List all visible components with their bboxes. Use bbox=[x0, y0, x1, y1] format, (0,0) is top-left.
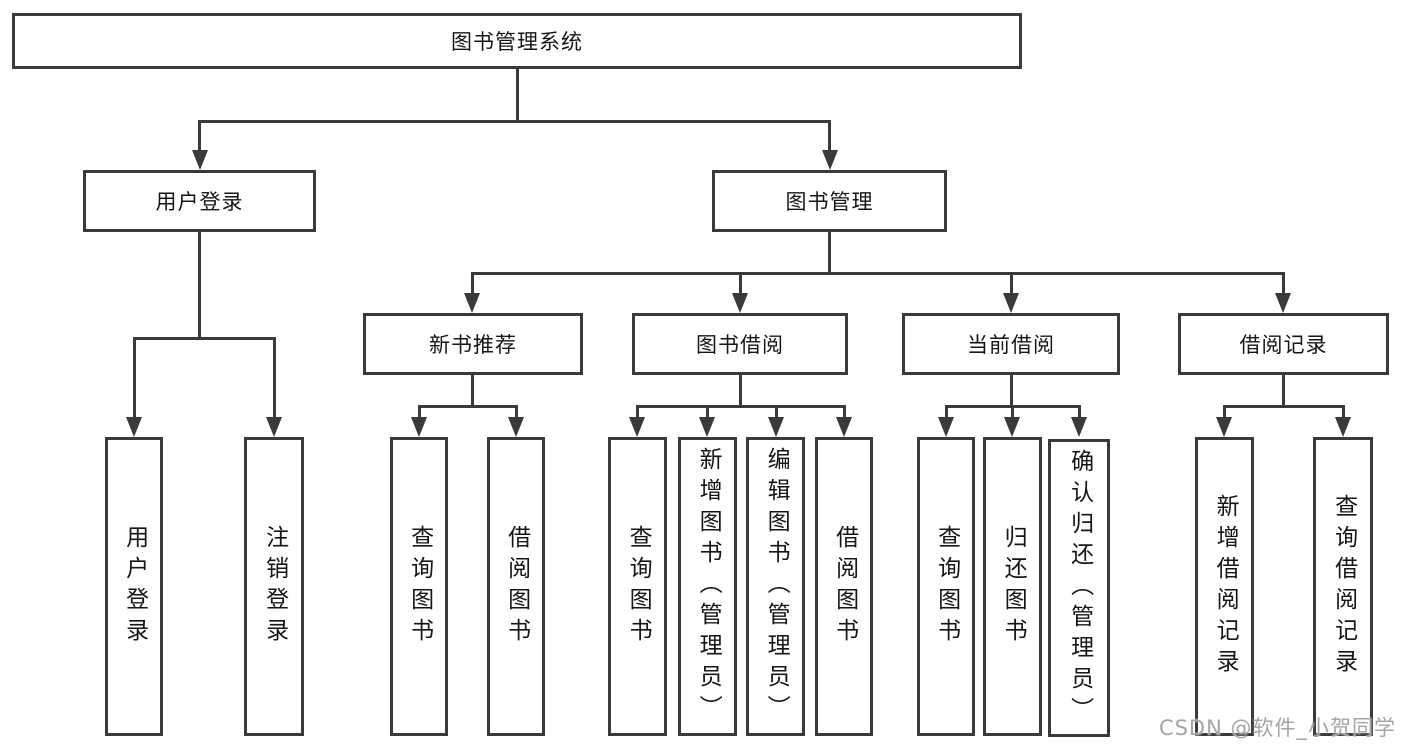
connector-stem-line bbox=[842, 405, 846, 420]
connector-trunk-line bbox=[515, 69, 519, 123]
connector-stem-line bbox=[417, 405, 421, 420]
arrow-down-icon bbox=[1335, 417, 1351, 437]
arrow-down-icon bbox=[411, 417, 427, 437]
connector-rail-line bbox=[198, 120, 831, 123]
connector-stem-line bbox=[1281, 272, 1285, 296]
leaf-query-borrow-record: 查询借阅记录 bbox=[1313, 437, 1373, 736]
connector-rail-line bbox=[132, 337, 276, 340]
connector-rail-line bbox=[635, 405, 846, 408]
connector-stem-line bbox=[1010, 405, 1014, 420]
node-book-borrowing: 图书借阅 bbox=[632, 313, 848, 375]
connector-trunk-line bbox=[1281, 375, 1285, 408]
arrow-down-icon bbox=[1071, 417, 1087, 437]
arrow-down-icon bbox=[836, 417, 852, 437]
leaf-query-books-recommend-label: 查询图书 bbox=[406, 524, 433, 649]
leaf-logout-label: 注销登录 bbox=[261, 524, 288, 649]
connector-stem-line bbox=[514, 405, 518, 420]
leaf-borrow-books-recommend: 借阅图书 bbox=[487, 437, 545, 736]
leaf-add-books-admin-label: 新增图书（管理员） bbox=[695, 447, 722, 726]
connector-rail-line bbox=[1222, 405, 1345, 408]
node-library-system: 图书管理系统 bbox=[12, 13, 1022, 69]
arrow-down-icon bbox=[1004, 417, 1020, 437]
connector-stem-line bbox=[1341, 405, 1345, 420]
leaf-edit-books-admin: 编辑图书（管理员） bbox=[746, 437, 805, 736]
leaf-return-books-label: 归还图书 bbox=[1000, 524, 1027, 649]
connector-stem-line bbox=[272, 337, 276, 420]
connector-stem-line bbox=[470, 272, 474, 296]
connector-stem-line bbox=[1222, 405, 1226, 420]
arrow-down-icon bbox=[1275, 293, 1291, 313]
arrow-down-icon bbox=[699, 417, 715, 437]
connector-stem-line bbox=[1077, 405, 1081, 420]
connector-stem-line bbox=[198, 120, 201, 153]
leaf-edit-books-admin-label: 编辑图书（管理员） bbox=[763, 447, 790, 726]
connector-stem-line bbox=[132, 337, 136, 420]
arrow-down-icon bbox=[464, 293, 480, 313]
connector-trunk-line bbox=[828, 232, 831, 275]
node-user-login: 用户登录 bbox=[83, 170, 316, 232]
leaf-confirm-return-admin-label: 确认归还（管理员） bbox=[1066, 448, 1093, 728]
leaf-query-books-current: 查询图书 bbox=[917, 437, 975, 736]
node-current-borrowing: 当前借阅 bbox=[902, 313, 1120, 375]
leaf-logout: 注销登录 bbox=[244, 437, 304, 736]
connector-stem-line bbox=[635, 405, 639, 420]
connector-stem-line bbox=[1009, 272, 1013, 296]
connector-rail-line bbox=[417, 405, 518, 408]
arrow-down-icon bbox=[1216, 417, 1232, 437]
node-new-book-recommend: 新书推荐 bbox=[363, 313, 583, 375]
connector-stem-line bbox=[738, 272, 742, 296]
csdn-watermark: CSDN @软件_小贺同学 bbox=[1158, 716, 1396, 740]
node-library-system-label: 图书管理系统 bbox=[451, 30, 583, 54]
leaf-confirm-return-admin: 确认归还（管理员） bbox=[1048, 439, 1110, 737]
arrow-down-icon bbox=[126, 417, 142, 437]
node-borrowing-records-label: 借阅记录 bbox=[1239, 333, 1328, 357]
node-new-book-recommend-label: 新书推荐 bbox=[429, 333, 517, 357]
arrow-down-icon bbox=[821, 150, 838, 170]
node-current-borrowing-label: 当前借阅 bbox=[967, 333, 1055, 357]
arrow-down-icon bbox=[732, 293, 748, 313]
connector-trunk-line bbox=[198, 232, 201, 340]
arrow-down-icon bbox=[768, 417, 784, 437]
connector-trunk-line bbox=[738, 375, 742, 408]
arrow-down-icon bbox=[266, 417, 282, 437]
leaf-query-books-recommend: 查询图书 bbox=[390, 437, 448, 736]
node-user-login-label: 用户登录 bbox=[155, 190, 244, 214]
connector-stem-line bbox=[774, 405, 778, 420]
node-borrowing-records: 借阅记录 bbox=[1178, 313, 1389, 375]
leaf-query-borrow-record-label: 查询借阅记录 bbox=[1330, 493, 1357, 680]
connector-stem-line bbox=[944, 405, 948, 420]
leaf-add-borrow-record: 新增借阅记录 bbox=[1195, 437, 1254, 736]
leaf-query-books-borrow-label: 查询图书 bbox=[625, 524, 652, 649]
leaf-user-login-label: 用户登录 bbox=[121, 524, 148, 649]
connector-stem-line bbox=[705, 405, 709, 420]
node-book-management-label: 图书管理 bbox=[785, 190, 874, 214]
leaf-query-books-current-label: 查询图书 bbox=[933, 524, 960, 649]
leaf-return-books: 归还图书 bbox=[983, 437, 1042, 736]
leaf-user-login: 用户登录 bbox=[105, 437, 163, 736]
arrow-down-icon bbox=[938, 417, 954, 437]
connector-rail-line bbox=[470, 272, 1285, 275]
leaf-borrow-books-borrow-label: 借阅图书 bbox=[831, 524, 858, 649]
arrow-down-icon bbox=[191, 150, 208, 170]
connector-trunk-line bbox=[1009, 375, 1013, 408]
arrow-down-icon bbox=[629, 417, 645, 437]
node-book-management: 图书管理 bbox=[712, 170, 947, 232]
leaf-borrow-books-borrow: 借阅图书 bbox=[815, 437, 873, 736]
leaf-borrow-books-recommend-label: 借阅图书 bbox=[503, 524, 530, 649]
leaf-query-books-borrow: 查询图书 bbox=[608, 437, 667, 736]
connector-trunk-line bbox=[470, 375, 474, 408]
connector-stem-line bbox=[828, 120, 831, 153]
arrow-down-icon bbox=[1003, 293, 1019, 313]
leaf-add-books-admin: 新增图书（管理员） bbox=[678, 437, 737, 736]
leaf-add-borrow-record-label: 新增借阅记录 bbox=[1212, 493, 1239, 680]
arrow-down-icon bbox=[508, 417, 524, 437]
node-book-borrowing-label: 图书借阅 bbox=[696, 333, 784, 357]
